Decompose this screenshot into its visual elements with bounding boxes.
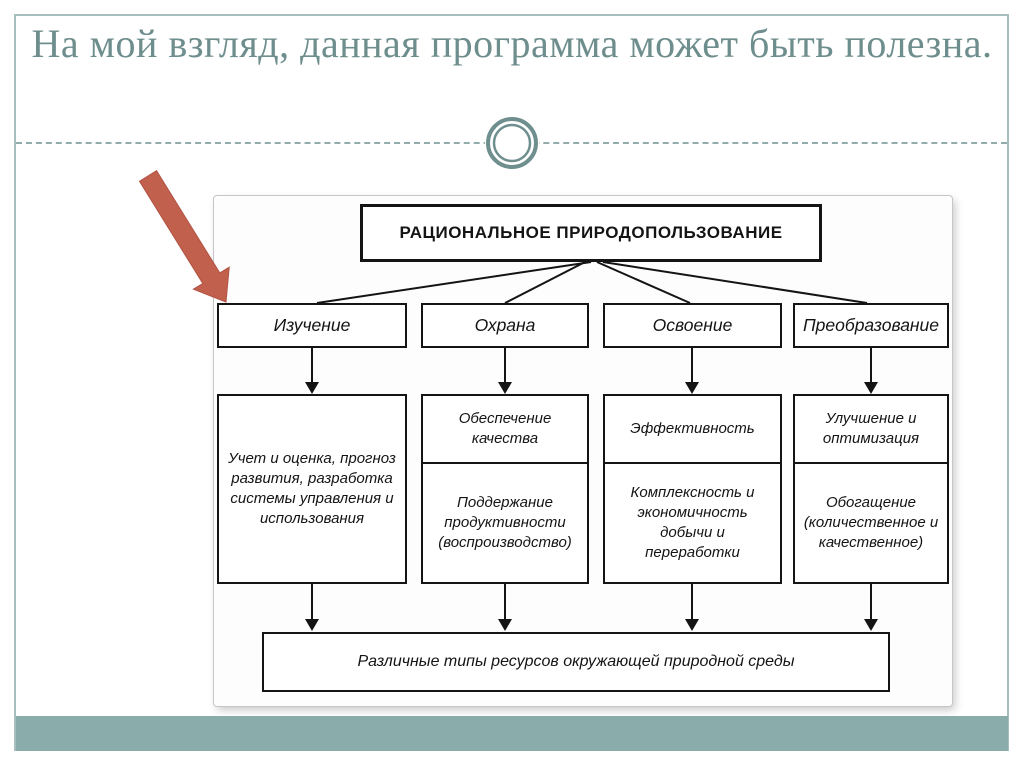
- branch-node-ohrana: Охрана: [421, 303, 589, 348]
- detail-cell: Учет и оценка, прогноз развития, разрабо…: [228, 449, 396, 528]
- detail-cell: Обеспечение качества: [423, 396, 587, 464]
- root-node: РАЦИОНАЛЬНОЕ ПРИРОДОПОЛЬЗОВАНИЕ: [360, 204, 822, 262]
- branch-node-osvoenie: Освоение: [603, 303, 782, 348]
- diagram-connector-lines: [305, 261, 878, 631]
- diagram-image: РАЦИОНАЛЬНОЕ ПРИРОДОПОЛЬЗОВАНИЕ Изучение…: [214, 196, 952, 706]
- bottom-node: Различные типы ресурсов окружающей приро…: [262, 632, 890, 692]
- slide-title: На мой взгляд, данная программа может бы…: [31, 21, 993, 66]
- footer-accent-bar: [16, 716, 1008, 751]
- detail-node-ohrana: Обеспечение качества Поддержание продукт…: [421, 394, 589, 584]
- detail-node-izuchenie: Учет и оценка, прогноз развития, разрабо…: [217, 394, 407, 584]
- frame-top-line: [14, 14, 1009, 16]
- detail-cell: Обогащение (количественное и качественно…: [803, 493, 939, 552]
- frame-right-line: [1007, 14, 1009, 751]
- detail-node-osvoenie: Эффективность Комплексность и экономично…: [603, 394, 782, 584]
- detail-cell: Поддержание продуктивности (воспроизводс…: [438, 493, 572, 552]
- frame-left-line: [14, 14, 16, 751]
- detail-node-preobrazovanie: Улучшение и оптимизация Обогащение (коли…: [793, 394, 949, 584]
- branch-node-preobrazovanie: Преобразование: [793, 303, 949, 348]
- ring-ornament-icon: [485, 116, 539, 170]
- red-pointer-arrow-icon: [138, 170, 230, 303]
- detail-cell: Комплексность и экономичность добычи и п…: [630, 483, 755, 562]
- branch-node-izuchenie: Изучение: [217, 303, 407, 348]
- detail-cell: Улучшение и оптимизация: [795, 396, 947, 464]
- detail-cell: Эффективность: [605, 396, 780, 464]
